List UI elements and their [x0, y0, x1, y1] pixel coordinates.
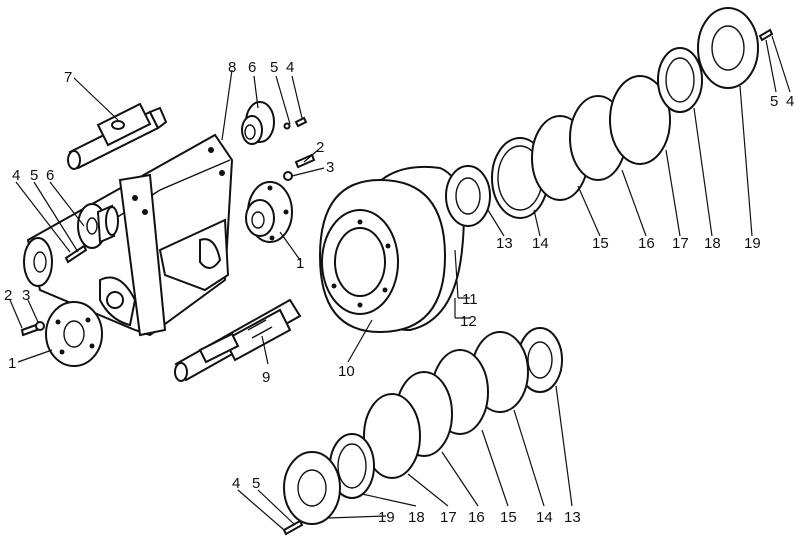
- upper-bearing-stack: [445, 7, 759, 227]
- callout-2: 2: [4, 287, 12, 304]
- callout-4: 4: [12, 167, 20, 184]
- callout-4: 4: [286, 59, 294, 76]
- callout-11: 11: [462, 291, 478, 308]
- callout-9: 9: [262, 369, 270, 386]
- callout-17: 17: [440, 509, 457, 526]
- drum-roller-part: [318, 166, 465, 334]
- flanged-bushing-left-part: [77, 203, 119, 249]
- callout-labels: 7 8 6 5 4 2 3 4 5 6 1 2 3 1 9 10 11 12 1…: [4, 59, 794, 526]
- callout-4: 4: [232, 475, 240, 492]
- callout-6: 6: [46, 167, 54, 184]
- lower-bearing-stack: [283, 327, 563, 525]
- callout-15: 15: [592, 235, 609, 252]
- callout-6: 6: [248, 59, 256, 76]
- fasteners: [20, 28, 774, 536]
- callout-5: 5: [30, 167, 38, 184]
- axle-pin-part: [67, 102, 168, 170]
- callout-19: 19: [378, 509, 395, 526]
- callout-5: 5: [270, 59, 278, 76]
- callout-13: 13: [496, 235, 513, 252]
- callout-14: 14: [532, 235, 549, 252]
- callout-5: 5: [770, 93, 778, 110]
- callout-4: 4: [786, 93, 794, 110]
- shaft-part: [174, 298, 302, 382]
- callout-14: 14: [536, 509, 553, 526]
- callout-3: 3: [326, 159, 334, 176]
- flange-lower-left-part: [45, 301, 103, 367]
- callout-5: 5: [252, 475, 260, 492]
- callout-1: 1: [296, 255, 304, 272]
- callout-3: 3: [22, 287, 30, 304]
- callout-16: 16: [468, 509, 485, 526]
- callout-17: 17: [672, 235, 689, 252]
- leader-lines: [9, 35, 791, 531]
- callout-7: 7: [64, 69, 72, 86]
- callout-1: 1: [8, 355, 16, 372]
- callout-13: 13: [564, 509, 581, 526]
- callout-12: 12: [460, 313, 477, 330]
- callout-10: 10: [338, 363, 355, 380]
- callout-16: 16: [638, 235, 655, 252]
- callout-19: 19: [744, 235, 761, 252]
- callout-8: 8: [228, 59, 236, 76]
- callout-18: 18: [704, 235, 721, 252]
- hub-flange-middle-part: [245, 181, 293, 243]
- bracket-frame-part: [23, 133, 234, 337]
- callout-15: 15: [500, 509, 517, 526]
- callout-2: 2: [316, 139, 324, 156]
- callout-18: 18: [408, 509, 425, 526]
- flanged-bushing-top-part: [241, 101, 275, 145]
